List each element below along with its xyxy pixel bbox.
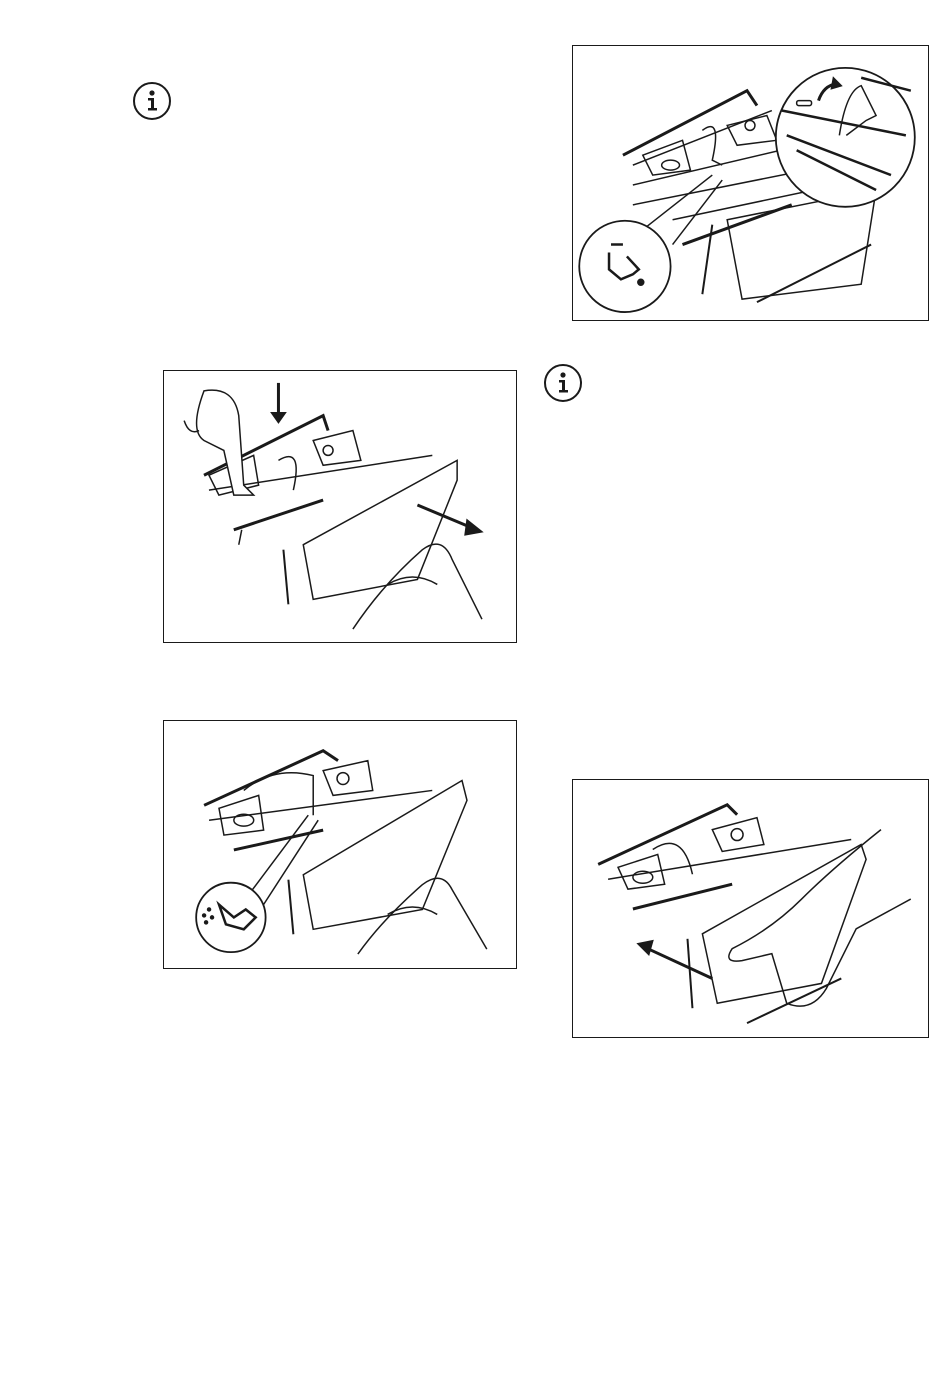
- figure-close-drawer: [572, 779, 929, 1038]
- info-icon: [133, 82, 171, 120]
- figure-powder-detergent: [163, 720, 517, 969]
- figure-remove-drawer: [163, 370, 517, 643]
- info-icon: [544, 364, 582, 402]
- figure-liquid-detergent-flap: [572, 45, 929, 321]
